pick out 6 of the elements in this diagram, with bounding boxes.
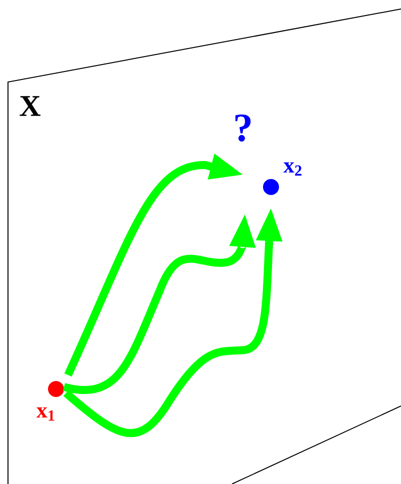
question-mark: ? xyxy=(235,114,251,142)
point-label: x$_{1}$ xyxy=(36,407,54,421)
point-dot xyxy=(263,179,279,195)
point-dot xyxy=(48,381,64,397)
space-label: X xyxy=(20,96,40,116)
point-label: x$_{2}$ xyxy=(283,162,302,176)
